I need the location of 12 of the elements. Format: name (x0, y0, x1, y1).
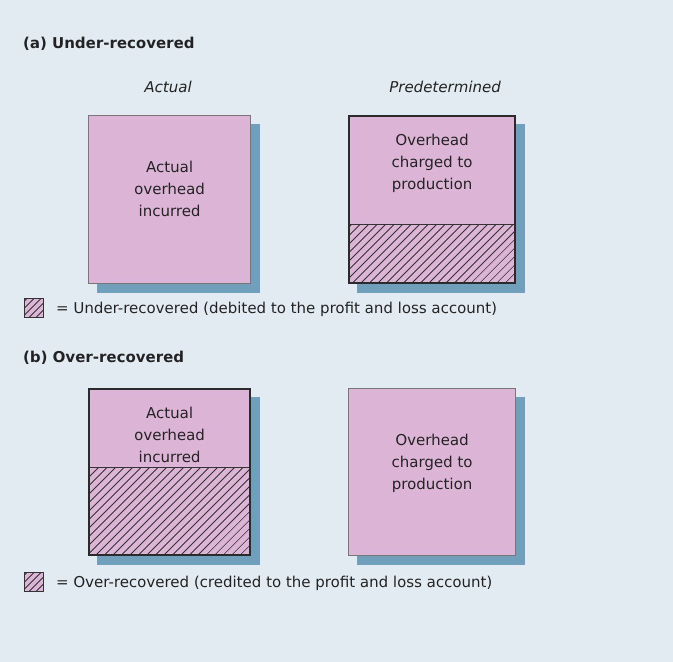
box-label: Overhead charged to production (390, 130, 474, 195)
column-heading: Actual (144, 78, 192, 96)
legend-text: = Over-recovered (credited to the profit and loss account) (56, 573, 492, 591)
hatched-area (350, 224, 514, 282)
box-label: Actual overhead incurred (133, 403, 206, 468)
hatched-area (90, 467, 249, 554)
box-label: Actual overhead incurred (133, 157, 206, 222)
column-heading: Predetermined (389, 78, 501, 96)
section-heading: (a) Under-recovered (23, 34, 194, 52)
legend-text: = Under-recovered (debited to the profit and loss account) (56, 299, 498, 317)
box-label: Overhead charged to production (390, 430, 474, 495)
section-heading: (b) Over-recovered (23, 348, 184, 366)
